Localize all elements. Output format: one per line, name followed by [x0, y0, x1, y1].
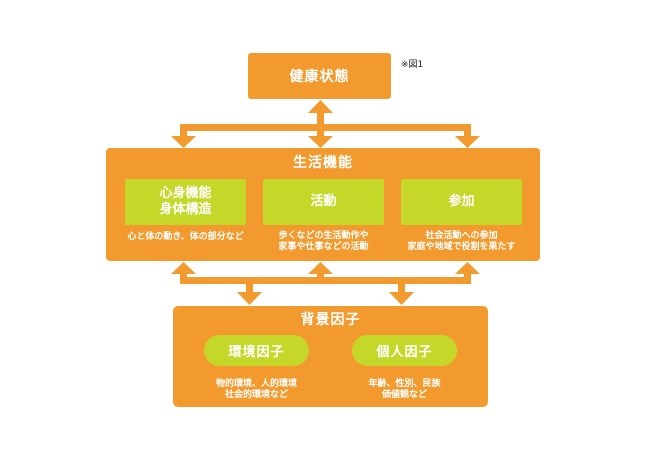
arrow-down-to-life-center: [308, 136, 333, 148]
arrow-down-to-life-left: [171, 136, 196, 148]
life-functioning-title-wrap: 生活機能: [106, 152, 540, 172]
participation-desc-line2: 家庭や地域で役割を果たす: [407, 242, 516, 252]
life-functioning-title: 生活機能: [293, 155, 353, 171]
top-connector-bar: [183, 124, 468, 131]
right-top-shaft: [464, 124, 471, 138]
health-life-shaft: [317, 112, 324, 138]
left-top-shaft: [180, 124, 187, 138]
arrow-up-to-life-center: [308, 262, 333, 274]
life-functioning-box: 生活機能 心身機能 身体構造 心と体の動き、体の部分など 活動 歩くなどの生活動…: [106, 148, 540, 261]
figure-note: ※図1: [401, 60, 424, 70]
environmental-factors-desc-line2: 社会的環境など: [224, 390, 288, 400]
bottom-center-shaft: [317, 272, 324, 284]
participation-desc-line1: 社会活動への参加: [425, 231, 498, 241]
health-condition-title: 健康状態: [289, 69, 350, 85]
personal-factors-desc-line2: 価値観など: [381, 390, 427, 400]
bg-right-shaft: [398, 280, 405, 294]
activity-title: 活動: [310, 194, 337, 209]
body-function-desc: 心と体の動き、体の部分など: [125, 232, 246, 243]
background-factors-box: 背景因子 環境因子 物的環境、人的環境 社会的環境など 個人因子 年齢、性別、民…: [173, 306, 488, 407]
activity-desc-line2: 家事や仕事などの活動: [278, 242, 369, 252]
participation-box: 参加: [401, 179, 522, 225]
background-factors-title-wrap: 背景因子: [173, 309, 488, 329]
environmental-factors-desc-line1: 物的環境、人的環境: [215, 379, 297, 389]
environmental-factors-title: 環境因子: [228, 345, 285, 360]
arrow-down-to-life-right: [455, 136, 480, 148]
activity-box: 活動: [263, 179, 384, 225]
health-condition-box: 健康状態: [248, 53, 391, 99]
body-function-title-line2: 身体構造: [159, 202, 212, 217]
personal-factors-title: 個人因子: [376, 345, 433, 360]
bottom-right-shaft: [464, 272, 471, 284]
activity-desc: 歩くなどの生活動作や 家事や仕事などの活動: [263, 231, 384, 253]
background-factors-title: 背景因子: [300, 312, 361, 328]
body-function-title-line1: 心身機能: [159, 186, 212, 201]
bottom-connector-bar: [180, 277, 471, 284]
personal-factors-pill: 個人因子: [352, 335, 457, 366]
arrow-up-to-life-left: [171, 262, 196, 274]
arrow-up-to-life-right: [455, 262, 480, 274]
personal-factors-desc: 年齢、性別、民族 価値観など: [339, 379, 470, 401]
environmental-factors-desc: 物的環境、人的環境 社会的環境など: [191, 379, 322, 401]
body-function-box: 心身機能 身体構造: [125, 179, 246, 225]
participation-title: 参加: [448, 194, 475, 209]
participation-desc: 社会活動への参加 家庭や地域で役割を果たす: [401, 231, 522, 253]
bg-left-shaft: [246, 280, 253, 294]
activity-desc-line1: 歩くなどの生活動作や: [278, 231, 369, 241]
arrow-up-to-health: [308, 100, 333, 113]
body-function-desc-line1: 心と体の動き、体の部分など: [127, 232, 244, 242]
body-function-title: 心身機能 身体構造: [159, 186, 211, 218]
environmental-factors-pill: 環境因子: [204, 335, 309, 366]
personal-factors-desc-line1: 年齢、性別、民族: [368, 379, 441, 389]
bottom-left-shaft: [180, 272, 187, 284]
arrow-down-to-bg-right: [389, 292, 414, 305]
arrow-down-to-bg-left: [237, 292, 262, 305]
